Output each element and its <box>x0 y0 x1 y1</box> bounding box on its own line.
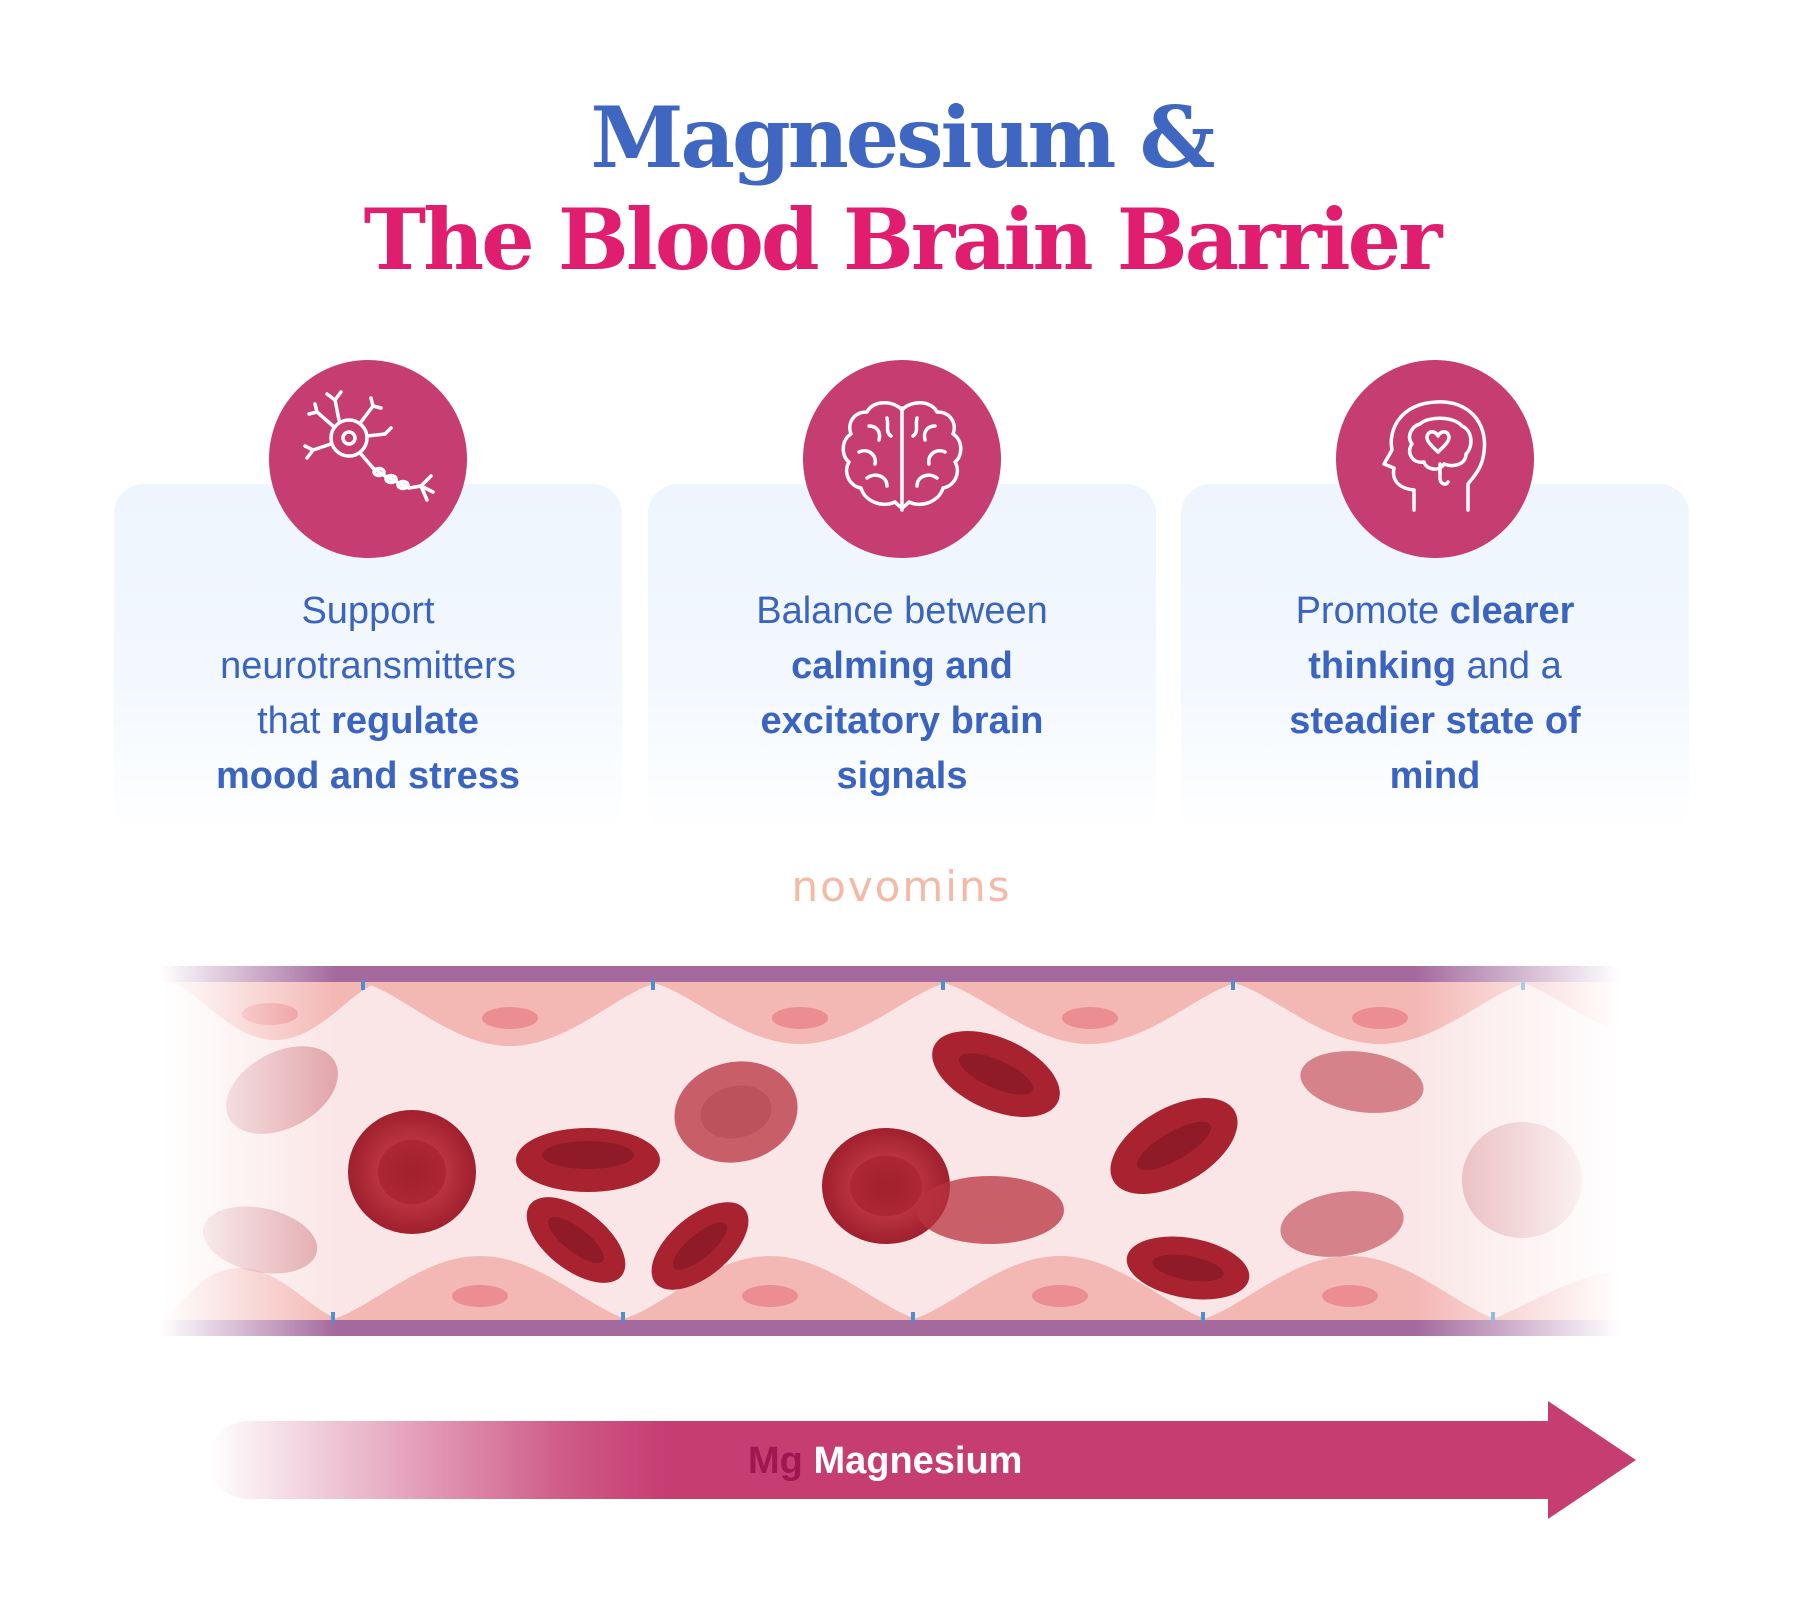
title-line-2: The Blood Brain Barrier <box>363 190 1443 289</box>
arrow-label: Mg Magnesium <box>748 1440 1022 1483</box>
blood-vessel-illustration <box>160 966 1620 1336</box>
magnesium-symbol: Mg <box>748 1440 803 1482</box>
card-text-clearer-thinking: Promote clearer thinking and a steadier … <box>1289 590 1581 797</box>
brand-logo: novomins <box>791 862 1012 911</box>
neuron-icon <box>269 360 467 558</box>
card-text-neurotransmitters: Support neurotransmitters that regulate … <box>215 590 521 797</box>
card-text-brain-signals: Balance between calming and excitatory b… <box>756 590 1048 797</box>
magnesium-name: Magnesium <box>813 1440 1023 1482</box>
title-line-1: Magnesium & <box>590 88 1216 187</box>
brain-icon <box>803 360 1001 558</box>
magnesium-arrow <box>209 1401 1636 1519</box>
head-heart-icon <box>1336 360 1534 558</box>
